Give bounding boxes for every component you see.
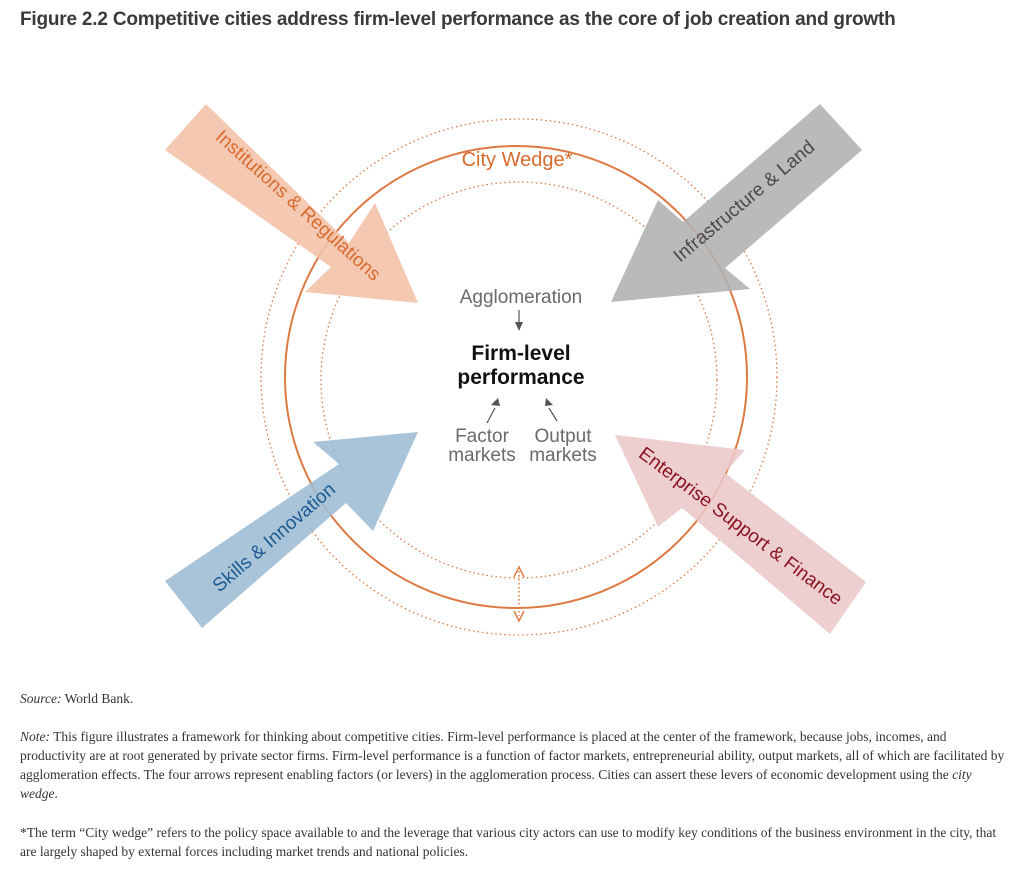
wedge-span-arrow-down [513, 610, 525, 623]
source-label: Source: [20, 691, 62, 706]
city-wedge-diagram: Institutions & Regulations Infrastructur… [165, 104, 866, 636]
outer-dotted-circle [260, 118, 778, 636]
output-arrow-head [545, 398, 553, 406]
source-text: World Bank. [61, 691, 134, 706]
factor-arrow-line [486, 407, 496, 424]
firm-level-performance-line2: performance [457, 366, 584, 389]
firm-level-performance-line1: Firm-level [471, 342, 570, 365]
enterprise-support-finance-arrow [615, 435, 866, 634]
agglomeration-arrow-head [515, 322, 523, 331]
note-end: . [54, 786, 58, 801]
output-markets-line2: markets [529, 445, 597, 466]
note-emphasis: city wedge [20, 767, 972, 801]
source-line: Source: World Bank. [20, 689, 133, 708]
city-wedge-label: City Wedge* [462, 149, 573, 171]
skills-innovation-arrow [165, 432, 418, 628]
infrastructure-land-arrow [611, 104, 862, 302]
agglomeration-label: Agglomeration [460, 287, 583, 308]
note-text: This figure illustrates a framework for … [20, 729, 1005, 782]
institutions-regulations-arrow [165, 104, 418, 303]
institutions-regulations-label: Institutions & Regulations [211, 126, 384, 285]
enterprise-support-finance-label: Enterprise Support & Finance [634, 443, 846, 610]
city-wedge-circle [284, 145, 748, 609]
output-arrow-line [548, 407, 558, 422]
factor-markets-line1: Factor [455, 426, 510, 447]
skills-innovation-label: Skills & Innovation [209, 479, 340, 597]
output-markets-line1: Output [534, 426, 592, 447]
inner-dotted-circle [320, 181, 718, 579]
factor-arrow-head [491, 398, 500, 406]
footnote: *The term “City wedge” refers to the pol… [20, 825, 997, 859]
wedge-span-arrow-up [513, 565, 525, 578]
note-paragraph: Note: This figure illustrates a framewor… [20, 727, 1010, 803]
factor-markets-line2: markets [448, 445, 516, 466]
figure-title: Figure 2.2 Competitive cities address fi… [20, 9, 896, 30]
note-label: Note: [20, 729, 50, 744]
